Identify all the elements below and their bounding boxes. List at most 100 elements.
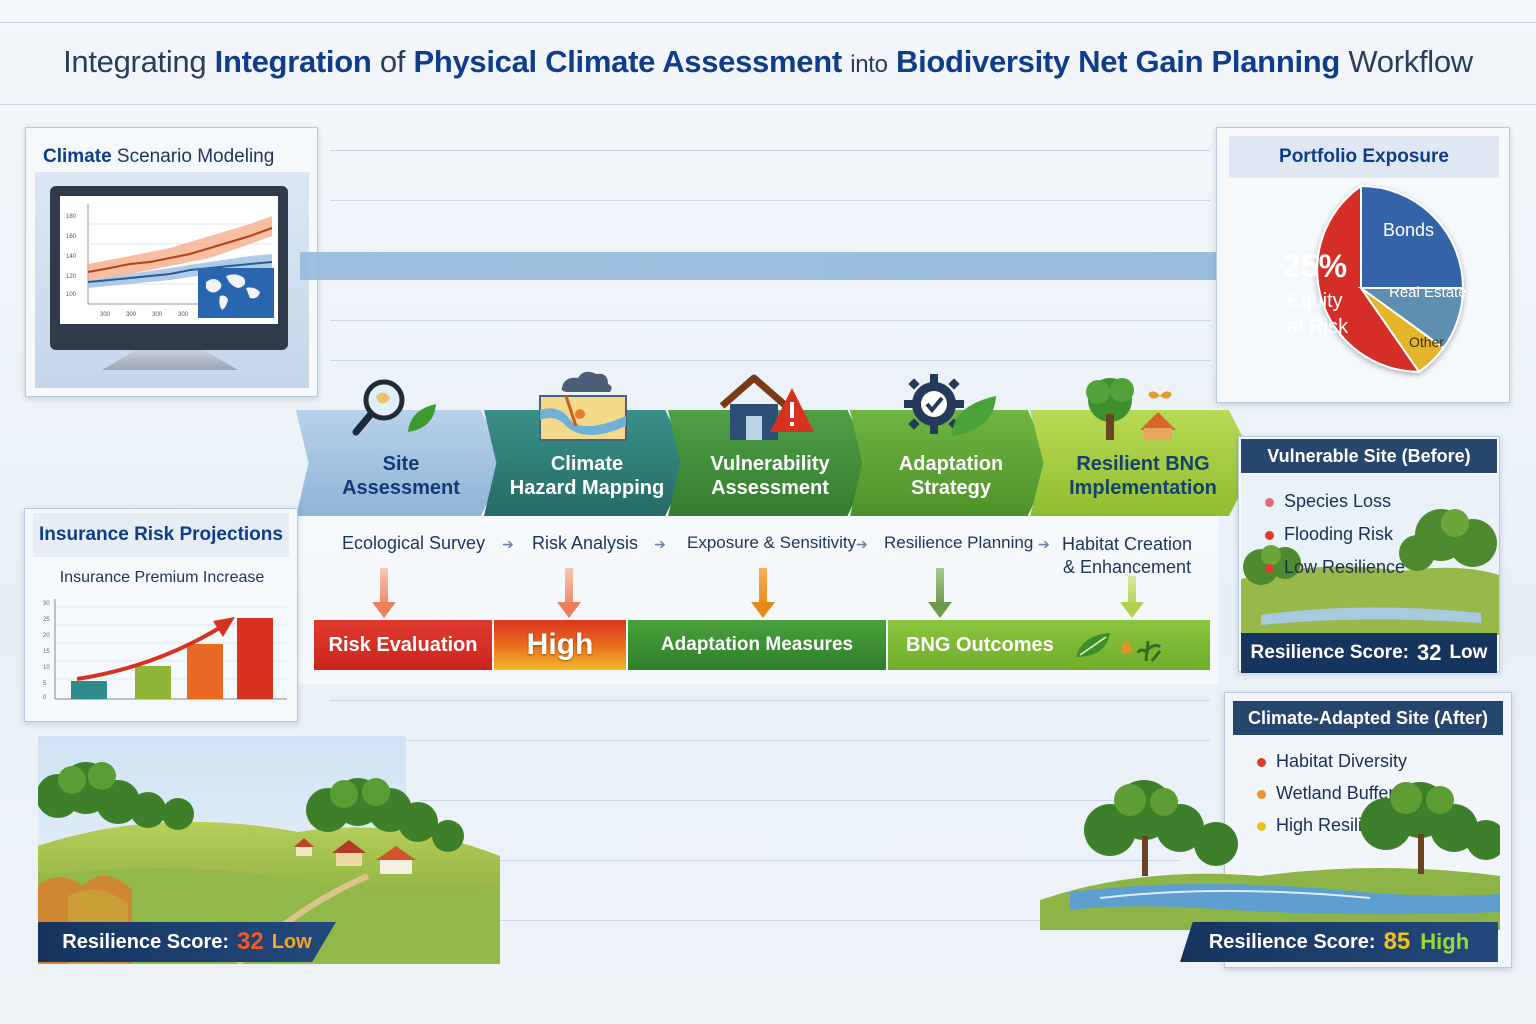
divider-line [330,700,1210,701]
y-tick-label: 140 [66,254,77,260]
premium-bar [135,666,171,699]
pie-slice-equity [1316,184,1422,373]
divider-line [330,740,1210,741]
portfolio-title-bar: Portfolio Exposure [1229,136,1499,178]
pie-label-bonds: Bonds [1383,220,1435,240]
resilience-score-before-bar: Resilience Score: 32 Low [38,922,336,962]
step-label: Site Assessment [342,453,460,499]
substep-exposure: Exposure & Sensitivity [687,533,857,552]
outcome-bng: BNG Outcomes [888,620,1210,670]
portfolio-exposure-panel: Portfolio Exposure 25% Equity at Risk Bo… [1216,127,1510,403]
bullet-flooding-risk: Flooding Risk [1265,524,1393,545]
divider-line [330,200,1210,201]
divider-line [330,320,1210,321]
outcome-label: Adaptation Measures [660,634,854,655]
vulnerable-site-landscape [1241,475,1499,635]
pie-label-other: Other [1409,334,1445,350]
y-tick-label: 100 [66,292,77,298]
insurance-title-bar: Insurance Risk Projections [33,513,289,557]
x-tick-label: 300 [100,312,111,318]
x-tick-label: 300 [178,312,189,318]
step-label: Resilient BNG Implementation [1069,453,1217,499]
score-value: 32 [237,928,264,955]
bullet-dot [1265,563,1274,573]
vulnerable-site-card: Vulnerable Site (Before) Species Loss Fl… [1238,436,1500,673]
outcome-label: Risk Evaluation [328,633,478,656]
premium-bar [71,681,107,699]
x-tick-label: 300 [126,312,137,318]
farm-houses [294,838,416,874]
substep-arrow-icon: ➔ [856,536,868,552]
bullet-dot [1265,530,1274,540]
pie-label-real-estate: Real Estate [1389,284,1467,301]
page-title: Integrating Integration of Physical Clim… [63,44,1473,79]
outcome-adaptation-measures: Adaptation Measures [628,620,886,670]
outcome-label: High [526,628,594,661]
score-label: Resilience Score: [1250,642,1409,663]
hazard-map-cloud-icon [539,371,627,441]
connector-arrow [300,252,1230,280]
substep-arrow-icon: ➔ [502,536,514,552]
divider-line [420,800,1180,801]
projection-line-low [87,261,273,283]
resilience-score-before-card: Resilience Score: 32 Low [1241,633,1497,673]
insurance-panel: Insurance Risk Projections Insurance Pre… [24,508,298,722]
trend-arrow-head [213,617,235,637]
bullet-species-loss: Species Loss [1265,491,1391,512]
score-level: High [1420,929,1470,954]
divider-line [330,360,1210,361]
divider-line [0,22,1536,23]
bullet-dot [1257,789,1266,799]
vulnerable-site-header: Vulnerable Site (Before) [1241,439,1497,473]
y-tick-label: 20 [43,633,50,639]
map-continents [206,274,260,310]
step-label: Climate Hazard Mapping [509,453,665,499]
bullet-dot [1257,821,1266,831]
down-arrow-head [557,602,581,618]
bullet-low-resilience: Low Resilience [1265,557,1405,578]
magnifier-leaf-icon [352,379,436,436]
substep-arrow-icon: ➔ [654,536,666,552]
y-tick-label: 25 [43,617,50,623]
y-tick-label: 5 [43,681,47,687]
substep-arrow-icon: ➔ [1038,536,1050,552]
step-site-assessment: Site Assessment [296,410,506,516]
house-warning-icon [719,374,814,440]
premium-bar [237,618,273,699]
step-label: Vulnerability Assessment [710,453,830,499]
bullet-habitat-diversity: Habitat Diversity [1257,751,1407,772]
divider-line [0,104,1536,105]
divider-line [330,150,1210,151]
y-tick-label: 30 [43,601,50,607]
y-tick-label: 160 [66,234,77,240]
y-tick-label: 0 [43,695,47,701]
score-value: 85 [1383,928,1411,955]
outcome-label: BNG Outcomes [906,633,1054,656]
down-arrow-head [751,602,775,618]
portfolio-pie-chart [1316,184,1465,374]
pie-slice-bonds [1360,184,1465,289]
down-arrow-icon [759,568,767,604]
adapted-site-title: Climate-Adapted Site (After) [1247,707,1489,728]
projection-line-high [87,227,273,273]
score-label: Resilience Score: [1208,930,1376,953]
pie-label-at-risk: at Risk [1287,316,1349,338]
outcome-high: High [494,620,626,670]
insurance-subtitle: Insurance Premium Increase [59,569,265,586]
trend-arrow [76,625,223,681]
score-level: Low [1449,642,1488,663]
y-tick-label: 120 [66,274,77,280]
substep-ecological-survey: Ecological Survey [342,533,486,553]
substep-resilience-planning: Resilience Planning [884,533,1034,552]
score-level: Low [271,930,312,953]
portfolio-title: Portfolio Exposure [1279,146,1449,167]
monitor-icon: 180 160 140 120 100 300 300 300 300 [50,186,288,350]
monitor-screen: 180 160 140 120 100 300 300 300 300 [60,196,278,324]
down-arrow-head [928,602,952,618]
insurance-title: Insurance Risk Projections [39,524,283,545]
insurance-bar-chart: 30 25 20 15 10 5 0 [43,599,287,701]
bullet-dot [1257,757,1266,767]
down-arrow-head [1120,602,1144,618]
scenario-line-chart: 180 160 140 120 100 300 300 300 300 [66,204,274,318]
climate-panel-title: Climate Scenario Modeling [43,146,275,167]
